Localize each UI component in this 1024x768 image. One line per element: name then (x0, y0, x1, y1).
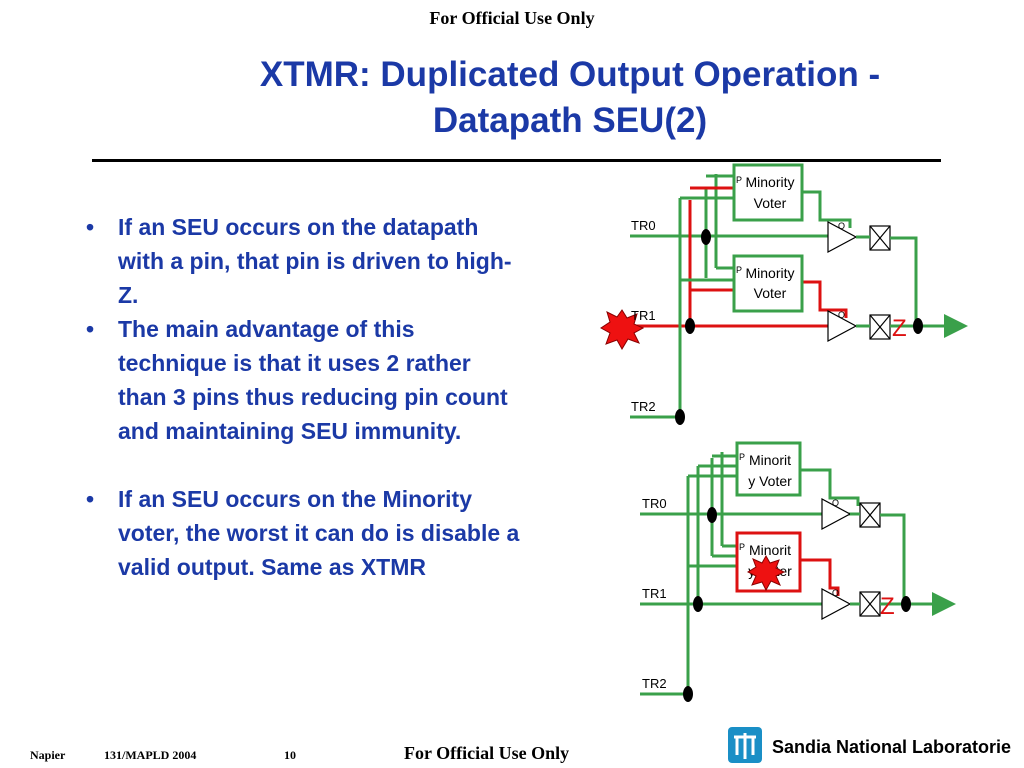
slide-title-line1: XTMR: Duplicated Output Operation - (259, 55, 881, 94)
bottom-buffer2-o: O (832, 588, 839, 598)
bottom-pad-1 (859, 502, 881, 528)
top-buffer2-o: O (838, 310, 845, 320)
top-junction-tr0 (701, 229, 711, 245)
top-junction-tr2 (675, 409, 685, 425)
bottom-label-tr2: TR2 (642, 676, 667, 691)
slide-title-line2: Datapath SEU(2) (432, 101, 708, 140)
top-junction-out (913, 318, 923, 334)
bullet-marker: • (86, 486, 95, 512)
footer-conference: 131/MAPLD 2004 (104, 748, 197, 762)
bottom-label-tr0: TR0 (642, 496, 667, 511)
bottom-voter1-label1: Minorit (749, 452, 791, 468)
footer-page-number: 10 (284, 748, 296, 762)
bottom-v2-out-fault (800, 558, 840, 596)
top-junction-tr1 (685, 318, 695, 334)
top-voter2-label2: Voter (754, 285, 787, 301)
bullet-item: • The main advantage of this technique is… (80, 312, 520, 448)
bullet-text: If an SEU occurs on the Minority voter, … (118, 486, 520, 580)
header-classification: For Official Use Only (429, 8, 595, 28)
top-output-join (890, 236, 918, 326)
bottom-junction-tr1 (693, 596, 703, 612)
bottom-highz-label: Z (880, 593, 895, 620)
bottom-junction-out (901, 596, 911, 612)
bullet-list: • If an SEU occurs on the datapath with a… (80, 210, 520, 584)
bullet-marker: • (86, 316, 95, 342)
top-buffer-2 (827, 309, 858, 343)
top-circuit-diagram (600, 163, 968, 425)
bullet-item: • If an SEU occurs on the Minority voter,… (80, 482, 520, 584)
top-pad-2 (869, 314, 891, 340)
footer-author: Napier (30, 748, 66, 762)
bottom-buffer-1 (821, 497, 852, 531)
bottom-label-tr1: TR1 (642, 586, 667, 601)
bottom-buffer1-o: O (832, 498, 839, 508)
top-v1-out (802, 190, 852, 228)
top-label-tr0: TR0 (631, 218, 656, 233)
bullet-marker: • (86, 214, 95, 240)
top-seu-burst-icon (600, 309, 645, 350)
bullet-text: If an SEU occurs on the datapath with a … (118, 214, 512, 308)
top-voter2-label1: Minority (745, 265, 794, 281)
bottom-voter1-label2: y Voter (748, 473, 792, 489)
top-voter2-p: P (736, 265, 742, 275)
bottom-pad-2 (859, 591, 881, 617)
bottom-junction-tr0 (707, 507, 717, 523)
top-label-tr2: TR2 (631, 399, 656, 414)
bottom-buffer-2 (821, 587, 852, 621)
sandia-logo-text: Sandia National Laboratories (772, 737, 1011, 757)
top-label-tr1: TR1 (631, 308, 656, 323)
bottom-v1-out (800, 468, 860, 506)
bottom-output-join (880, 513, 906, 604)
bottom-voter2-label1: Minorit (749, 542, 791, 558)
footer-classification: For Official Use Only (404, 743, 570, 763)
bullet-item: • If an SEU occurs on the datapath with a… (80, 210, 520, 312)
bottom-circuit-diagram (640, 441, 956, 702)
bottom-minority-voter-1 (735, 441, 802, 497)
title-divider (92, 159, 941, 162)
bottom-voter2-p: P (739, 542, 745, 552)
top-minority-voter-2 (732, 254, 804, 313)
top-voter1-p: P (736, 175, 742, 185)
top-voter1-label1: Minority (745, 174, 794, 190)
top-voter1-label2: Voter (754, 195, 787, 211)
top-pad-1 (869, 225, 891, 251)
bottom-voter1-p: P (739, 452, 745, 462)
top-minority-voter-1 (732, 163, 804, 222)
slide-title: XTMR: Duplicated Output Operation - Data… (150, 52, 990, 144)
bottom-junction-tr2 (683, 686, 693, 702)
bullet-text: The main advantage of this technique is … (118, 316, 508, 444)
top-v2-out-fault (802, 280, 848, 318)
top-buffer1-o: O (838, 221, 845, 231)
top-highz-label: Z (892, 315, 907, 342)
top-diagram-labels: TR0 TR1 TR2 Minority Voter Minority Vote… (631, 174, 907, 414)
sandia-logo: Sandia National Laboratories (728, 727, 1011, 763)
top-buffer-1 (827, 220, 858, 254)
bottom-seu-burst-icon (746, 554, 786, 592)
